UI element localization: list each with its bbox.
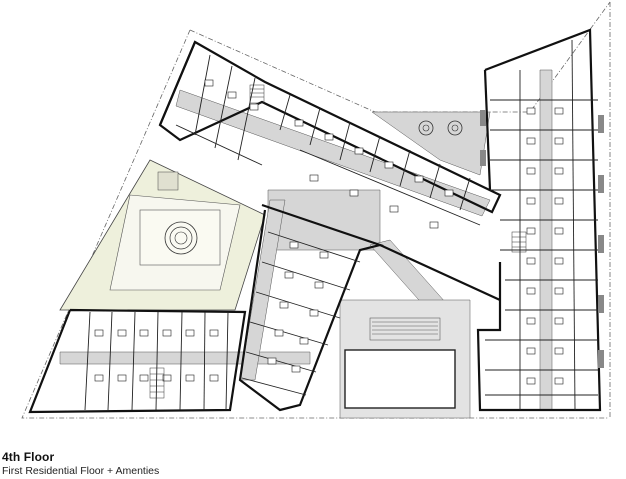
- exterior-walls: [28, 28, 602, 414]
- stair-cores: [149, 84, 527, 399]
- unit-partitions-northwest: [175, 54, 481, 226]
- floor-title: 4th Floor: [2, 450, 55, 464]
- unit-partitions-central: [241, 231, 361, 396]
- bathroom-fixture-icon: [94, 79, 564, 385]
- floor-subtitle: First Residential Floor + Amenties: [2, 465, 160, 477]
- balconies-east: [480, 110, 604, 368]
- amenity-terrace: [59, 159, 266, 311]
- unit-partitions-east: [485, 39, 598, 411]
- pool-amenity: [344, 317, 456, 409]
- floor-plan-drawing: [21, 1, 611, 419]
- round-fixtures: [418, 120, 463, 136]
- circular-fountain-icon: [164, 221, 198, 255]
- unit-partitions-southwest: [84, 311, 229, 411]
